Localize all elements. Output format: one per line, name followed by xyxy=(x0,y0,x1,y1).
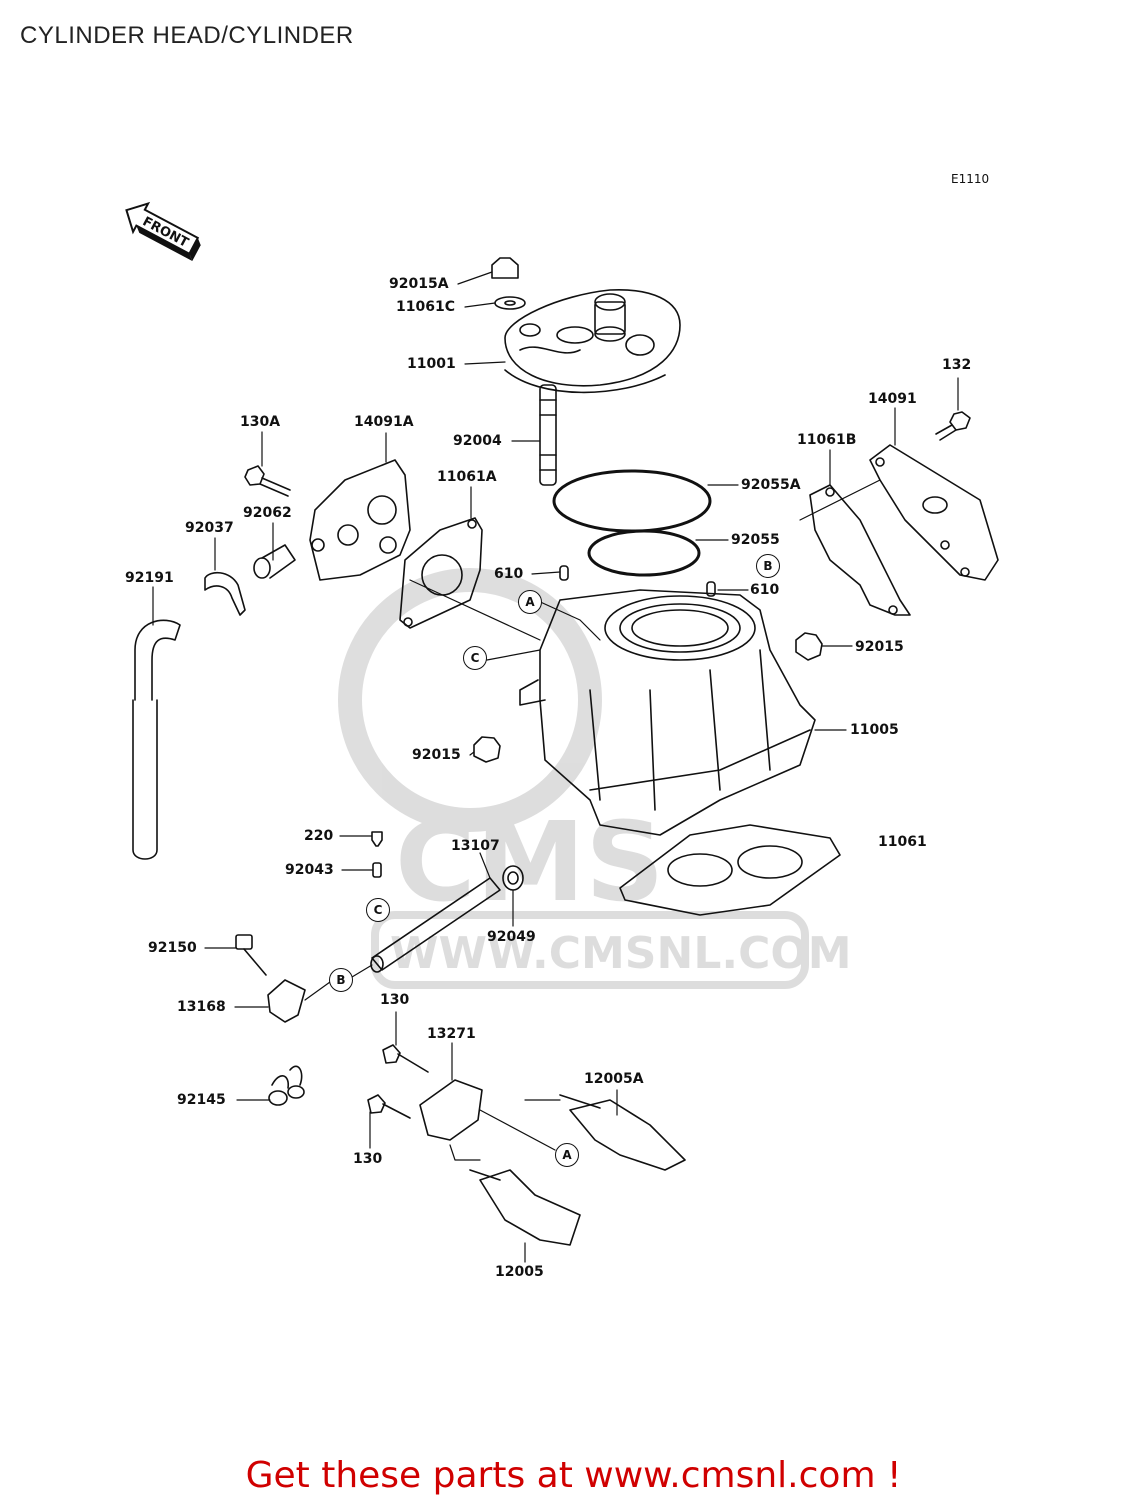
part-label[interactable]: 92004 xyxy=(453,433,502,449)
shaft-13107 xyxy=(370,877,501,973)
exhaust-cover-14091 xyxy=(869,444,999,581)
dowel-pin-610-b xyxy=(706,581,716,597)
part-label[interactable]: 92055 xyxy=(731,532,780,548)
ref-marker: A xyxy=(518,590,542,614)
part-label[interactable]: 11061A xyxy=(437,469,497,485)
diagram-code: E1110 xyxy=(951,172,990,186)
nut-92015 xyxy=(795,632,823,661)
part-label[interactable]: 13168 xyxy=(177,999,226,1015)
nut-92015-lower xyxy=(473,736,501,763)
bolt-130a xyxy=(244,465,291,497)
cta-link[interactable]: Get these parts at www.cmsnl.com ! xyxy=(245,1455,902,1496)
part-label[interactable]: 92150 xyxy=(148,940,197,956)
bolt-130-lower xyxy=(367,1094,411,1119)
o-ring-92055a xyxy=(552,469,712,533)
screw-92150 xyxy=(235,934,267,976)
part-label[interactable]: 14091A xyxy=(354,414,414,430)
clamp-92037 xyxy=(204,571,246,616)
ref-marker: C xyxy=(463,646,487,670)
part-label[interactable]: 12005 xyxy=(495,1264,544,1280)
watermark-logo: CMS xyxy=(395,798,664,926)
nut-92015a xyxy=(491,257,519,279)
part-label[interactable]: 12005A xyxy=(584,1071,644,1087)
part-label[interactable]: 13271 xyxy=(427,1026,476,1042)
ref-marker: B xyxy=(329,968,353,992)
hose-92191 xyxy=(132,619,181,860)
part-label[interactable]: 130 xyxy=(380,992,410,1008)
watermark-url: WWW.CMSNL.COM xyxy=(390,928,852,979)
part-label[interactable]: 132 xyxy=(942,357,972,373)
bracket-13271 xyxy=(419,1079,483,1141)
front-arrow-icon: FRONT xyxy=(125,201,201,262)
part-label[interactable]: 92037 xyxy=(185,520,234,536)
page-title: CYLINDER HEAD/CYLINDER xyxy=(20,22,354,49)
part-label[interactable]: 11005 xyxy=(850,722,899,738)
leader-lines xyxy=(152,271,959,1263)
part-label[interactable]: 11061B xyxy=(797,432,857,448)
part-label[interactable]: 92015 xyxy=(855,639,904,655)
stud-92004 xyxy=(539,384,557,486)
bolt-220 xyxy=(371,831,383,847)
part-label[interactable]: 130A xyxy=(240,414,281,430)
ref-marker: C xyxy=(366,898,390,922)
watermark: CMS WWW.CMSNL.COM xyxy=(338,568,852,989)
part-label[interactable]: 92055A xyxy=(741,477,801,493)
dowel-pin-610 xyxy=(559,565,569,581)
part-label[interactable]: 92015 xyxy=(412,747,461,763)
valve-cover-14091a xyxy=(309,459,411,581)
part-label[interactable]: 92015A xyxy=(389,276,449,292)
part-label[interactable]: 610 xyxy=(750,582,780,598)
o-ring-92055 xyxy=(587,529,701,577)
part-label[interactable]: 92191 xyxy=(125,570,174,586)
part-label[interactable]: 11061 xyxy=(878,834,927,850)
ref-marker: B xyxy=(756,554,780,578)
part-label[interactable]: 11001 xyxy=(407,356,456,372)
part-label[interactable]: 130 xyxy=(353,1151,383,1167)
part-label[interactable]: 11061C xyxy=(396,299,455,315)
part-label[interactable]: 92062 xyxy=(243,505,292,521)
cylinder-11005 xyxy=(519,589,816,836)
part-label[interactable]: 610 xyxy=(494,566,524,582)
exhaust-valve-12005 xyxy=(469,1169,581,1246)
spring-92145 xyxy=(268,1065,305,1106)
fitting-92062 xyxy=(253,544,296,579)
exhaust-valve-12005a xyxy=(559,1094,686,1171)
ref-marker: A xyxy=(555,1143,579,1167)
pin-92043 xyxy=(372,862,382,878)
washer-11061c xyxy=(494,296,526,310)
part-label[interactable]: 92049 xyxy=(487,929,536,945)
part-label[interactable]: 92145 xyxy=(177,1092,226,1108)
part-label[interactable]: 220 xyxy=(304,828,334,844)
bolt-132 xyxy=(935,411,971,441)
gasket-11061 xyxy=(619,824,841,916)
cylinder-head-11001 xyxy=(504,289,681,394)
lever-13168 xyxy=(267,979,306,1023)
part-label[interactable]: 13107 xyxy=(451,838,500,854)
bolt-130 xyxy=(382,1044,429,1073)
part-label[interactable]: 14091 xyxy=(868,391,917,407)
gasket-11061b xyxy=(809,484,911,616)
part-label[interactable]: 92043 xyxy=(285,862,334,878)
